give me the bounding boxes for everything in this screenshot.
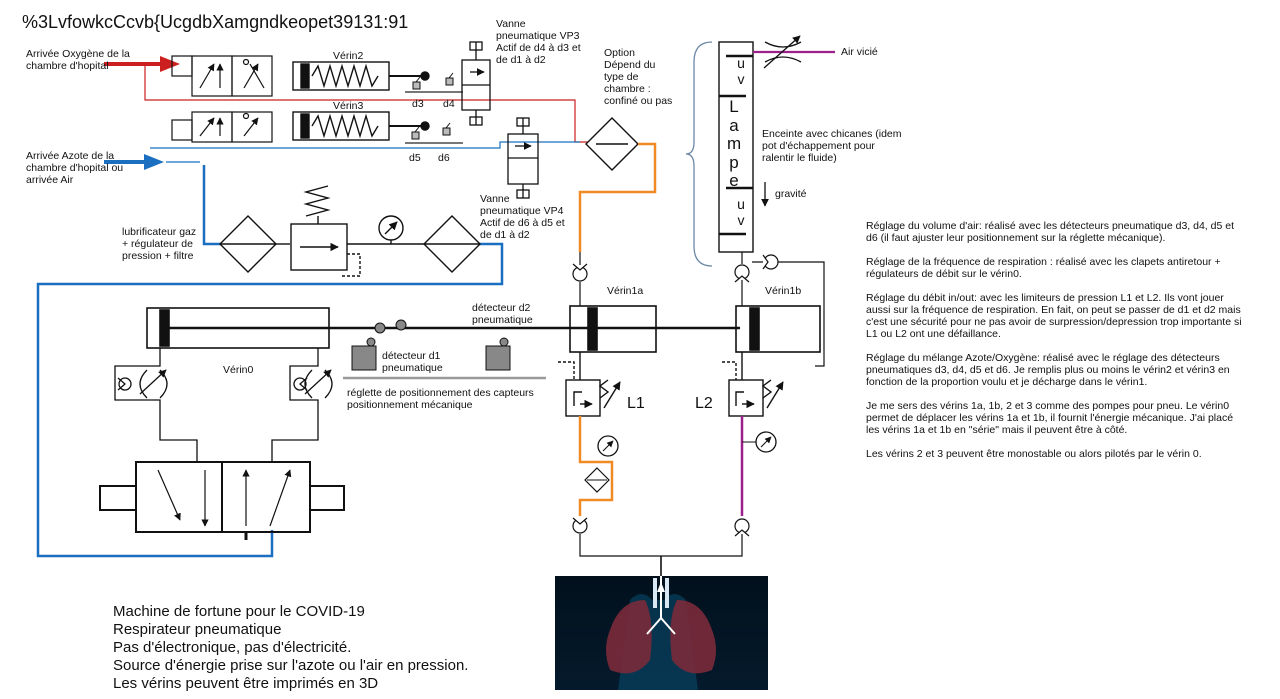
- label-L1: L1: [627, 395, 645, 412]
- lamp-uv-bottom: u v: [737, 196, 745, 228]
- detector-d2: [374, 319, 407, 334]
- label-lubrificateur: lubrificateur gaz + régulateur de pressi…: [122, 226, 197, 262]
- nitrogen-lines: [150, 141, 580, 163]
- pressure-limiter-L1: [558, 352, 621, 417]
- verin3-cylinder: [292, 111, 430, 141]
- lungs-image: [555, 576, 768, 690]
- nitrogen-main-line: [36, 165, 504, 558]
- label-verin3: Vérin3: [333, 100, 364, 112]
- verin0-control-valve: [99, 461, 345, 540]
- sensors-d5-d6: [405, 122, 463, 144]
- note-verins-2-3: Les vérins 2 et 3 peuvent être monostabl…: [866, 448, 1202, 460]
- label-vanne-vp3: Vanne pneumatique VP3 Actif de d4 à d3 e…: [496, 18, 581, 66]
- oxygen-input-arrow: [104, 56, 180, 72]
- label-verin2: Vérin2: [333, 50, 364, 62]
- verin1b-cylinder: [735, 305, 821, 353]
- page-title: %3LvfowkcCcvb{UcgdbXamgndkeopet39131:91: [22, 12, 409, 32]
- label-d6: d6: [438, 152, 450, 164]
- lubricator-regulator-filter: [219, 185, 481, 277]
- label-gravite: gravité: [775, 188, 807, 200]
- note-frequence: Réglage de la fréquence de respiration :…: [866, 256, 1221, 280]
- valve-oxygen-3-2: [171, 55, 273, 97]
- orange-line-top: [578, 142, 657, 252]
- option-filter: [585, 117, 639, 171]
- air-vicie-outlet: [753, 35, 835, 69]
- label-arrivee-oxygene: Arrivée Oxygène de la chambre d'hopital: [26, 48, 130, 72]
- verin0-cylinder: [146, 307, 740, 349]
- label-air-vicie: Air vicié: [841, 46, 878, 58]
- bottom-check-valves: [572, 517, 750, 576]
- lamp-label: L a m p e: [727, 97, 742, 190]
- verin2-cylinder: [292, 61, 430, 91]
- lamp-uv-top: u v: [737, 55, 745, 87]
- sensors-d3-d4: [405, 72, 463, 93]
- option-brace: [685, 41, 713, 267]
- check-valve-1a-top: [572, 252, 588, 306]
- note-verins: Je me sers des vérins 1a, 1b, 2 et 3 com…: [866, 400, 1234, 436]
- notes-panel: Réglage du volume d'air: réalisé avec le…: [866, 220, 1246, 472]
- label-d3: d3: [412, 98, 424, 110]
- summary-text: Machine de fortune pour le COVID-19 Resp…: [113, 603, 469, 692]
- label-vanne-vp4: Vanne pneumatique VP4 Actif de d6 à d5 e…: [480, 193, 565, 241]
- lamp-enclosure: [718, 41, 754, 253]
- verin0-flow-controls: [114, 348, 333, 462]
- valve-vp3: [461, 41, 491, 126]
- detector-d1: [343, 337, 546, 380]
- label-verin0: Vérin0: [223, 364, 254, 376]
- output-line-purple: [740, 416, 777, 516]
- label-d5: d5: [409, 152, 421, 164]
- note-melange: Réglage du mélange Azote/Oxygène: réalis…: [866, 352, 1230, 388]
- verin1a-cylinder: [569, 305, 657, 353]
- nitrogen-input-arrow: [104, 154, 164, 170]
- label-d4: d4: [443, 98, 455, 110]
- label-L2: L2: [695, 395, 713, 412]
- valve-vp4: [507, 117, 539, 199]
- check-valve-1b-top: [734, 252, 825, 367]
- label-detecteur-d2: détecteur d2 pneumatique: [472, 302, 533, 326]
- valve-nitrogen-3-2: [171, 111, 273, 143]
- label-arrivee-azote: Arrivée Azote de la chambre d'hopital ou…: [26, 150, 124, 186]
- label-detecteur-d1: détecteur d1 pneumatique: [382, 350, 443, 374]
- label-enceinte: Enceinte avec chicanes (idem pot d'échap…: [762, 128, 902, 164]
- label-verin1a: Vérin1a: [607, 285, 644, 297]
- label-reglette: réglette de positionnement des capteurs …: [347, 387, 534, 411]
- note-debit: Réglage du débit in/out: avec les limite…: [866, 292, 1242, 340]
- pressure-limiter-L2: [722, 352, 784, 417]
- note-volume: Réglage du volume d'air: réalisé avec le…: [866, 220, 1234, 244]
- label-option: Option Dépend du type de chambre : confi…: [604, 47, 673, 107]
- output-line-orange: [578, 416, 619, 516]
- label-verin1b: Vérin1b: [765, 285, 802, 297]
